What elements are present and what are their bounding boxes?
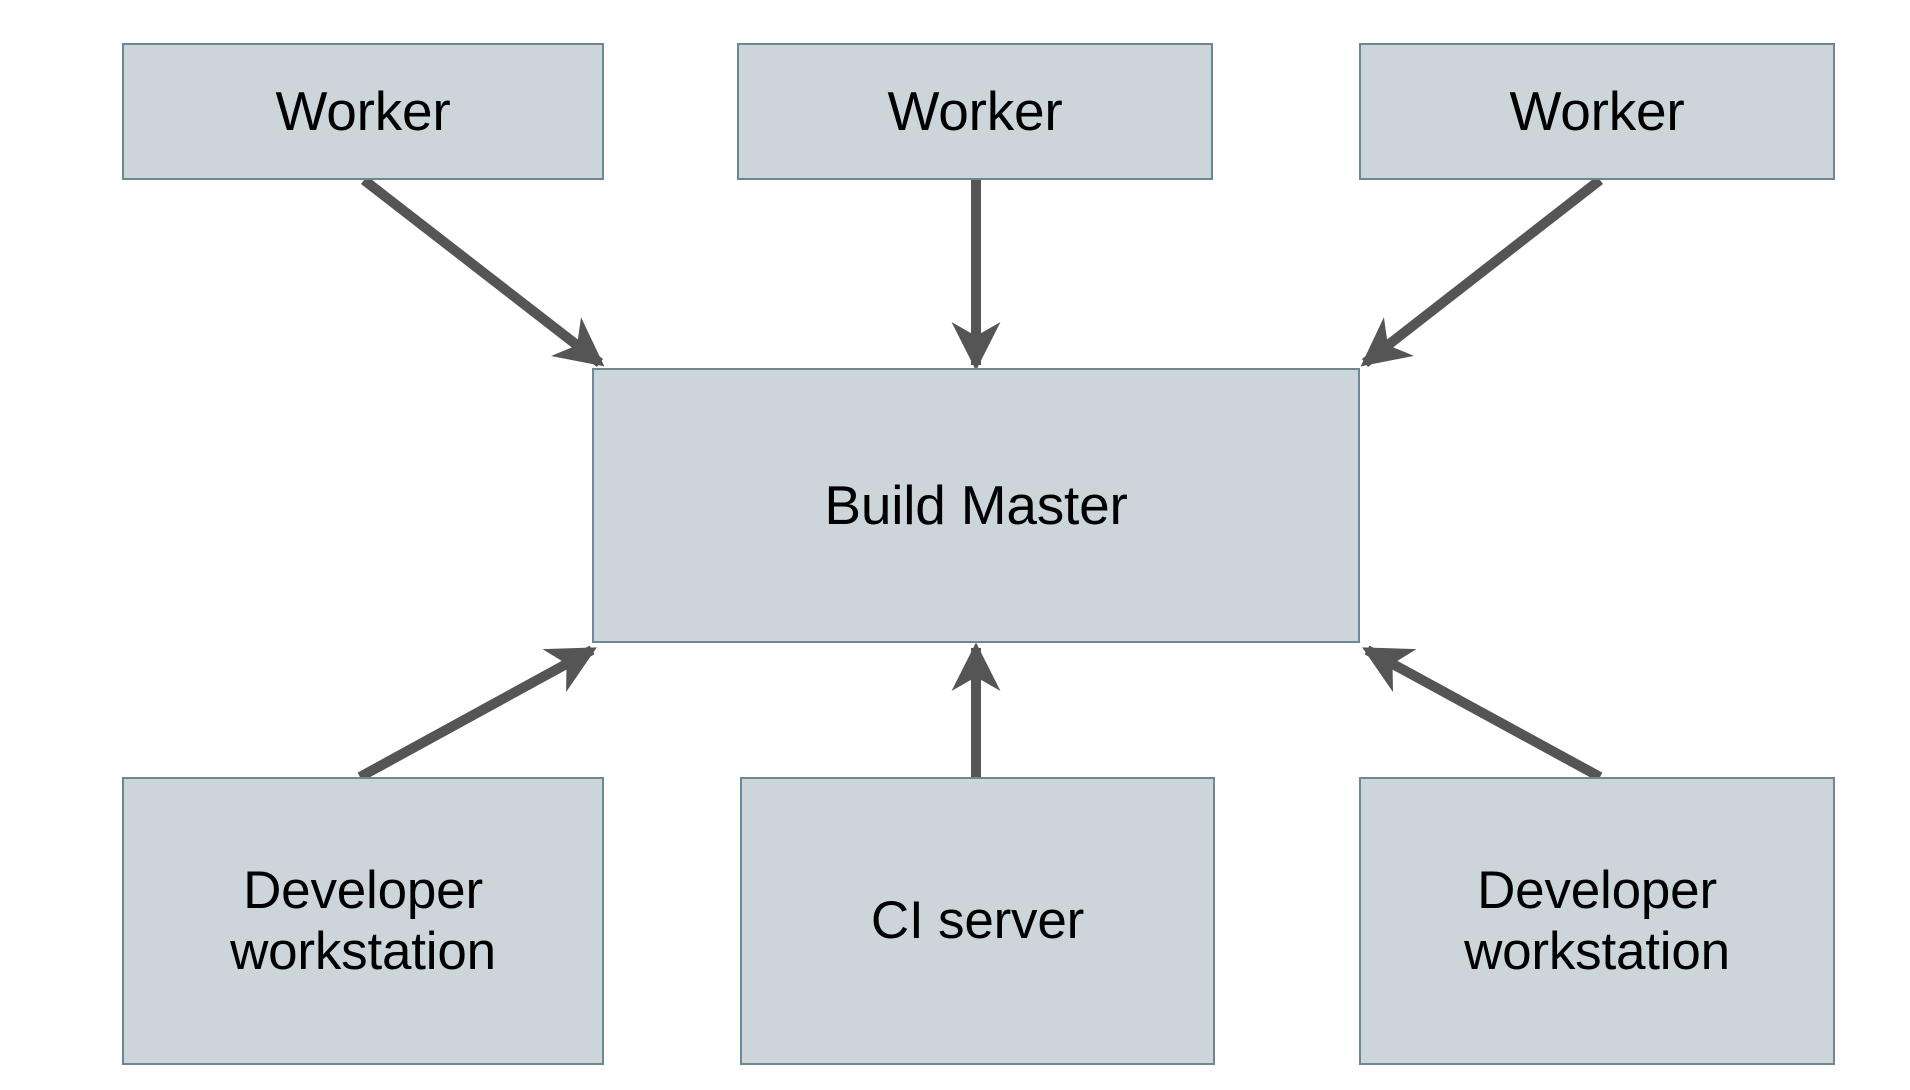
edge-dev-ws-right-to-build-master	[1362, 645, 1603, 782]
node-worker-2-label: Worker	[887, 79, 1063, 142]
node-developer-workstation-left-label: Developer workstation	[230, 860, 496, 981]
node-build-master-label: Build Master	[824, 473, 1128, 536]
node-worker-1[interactable]: Worker	[122, 43, 604, 180]
node-ci-server-label: CI server	[870, 891, 1085, 951]
node-worker-3-label: Worker	[1509, 79, 1685, 142]
edge-worker-3-to-build-master	[1360, 176, 1604, 367]
edge-dev-ws-left-to-build-master	[357, 645, 597, 782]
node-developer-workstation-left[interactable]: Developer workstation	[122, 777, 604, 1065]
node-worker-3[interactable]: Worker	[1359, 43, 1835, 180]
edge-worker-1-to-build-master	[360, 176, 605, 367]
node-worker-1-label: Worker	[275, 79, 451, 142]
node-build-master[interactable]: Build Master	[592, 368, 1360, 643]
node-developer-workstation-right[interactable]: Developer workstation	[1359, 777, 1835, 1065]
node-worker-2[interactable]: Worker	[737, 43, 1213, 180]
node-developer-workstation-right-label: Developer workstation	[1464, 860, 1730, 981]
node-ci-server[interactable]: CI server	[740, 777, 1215, 1065]
